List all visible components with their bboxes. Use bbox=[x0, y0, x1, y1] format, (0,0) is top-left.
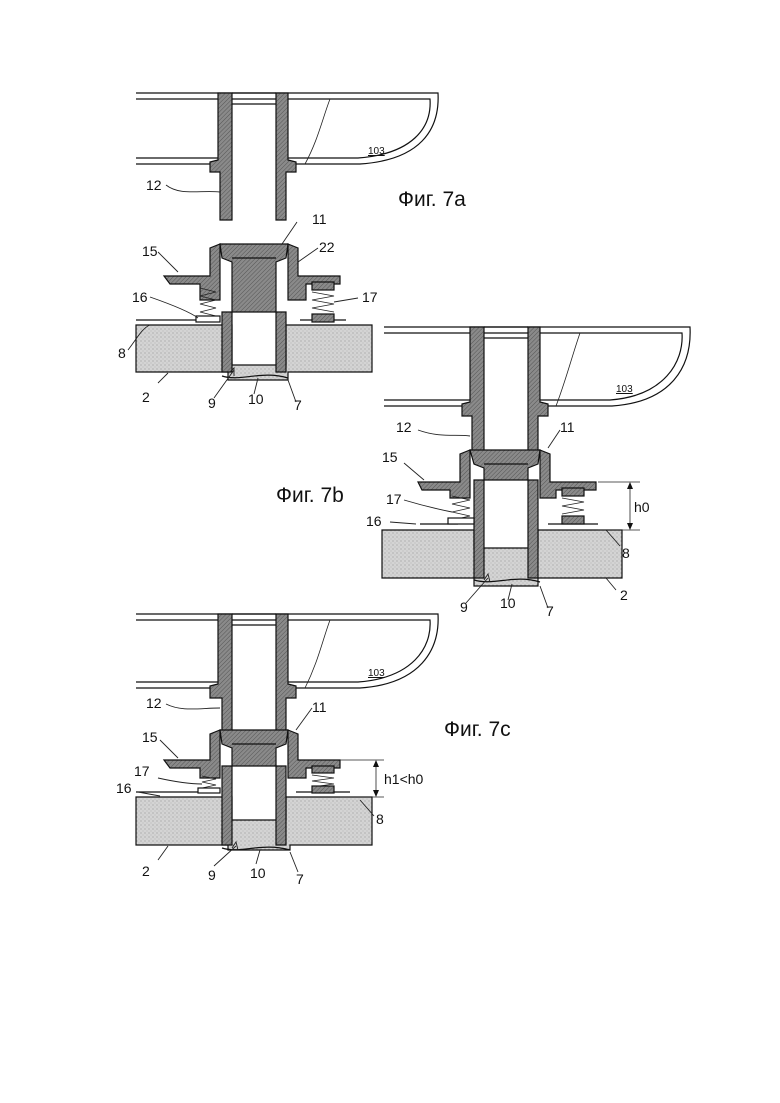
spring-right-7a bbox=[312, 282, 334, 322]
label-15-7b: 15 bbox=[382, 449, 398, 465]
label-16-7c: 16 bbox=[116, 780, 132, 796]
nozzle-7b bbox=[462, 327, 548, 452]
label-12-7b: 12 bbox=[396, 419, 412, 435]
nozzle-7c bbox=[210, 614, 296, 740]
caption-7a: Фиг. 7a bbox=[398, 188, 466, 211]
label-2-7b: 2 bbox=[620, 587, 628, 603]
pipe-7c bbox=[222, 766, 232, 845]
spring-left-7b bbox=[448, 496, 474, 524]
label-16-7b: 16 bbox=[366, 513, 382, 529]
label-17-7a: 17 bbox=[362, 289, 378, 305]
body-7c bbox=[136, 797, 372, 850]
caption-7c: Фиг. 7c bbox=[444, 718, 511, 741]
label-7-7c: 7 bbox=[296, 871, 304, 887]
label-15-7c: 15 bbox=[142, 729, 158, 745]
label-2-7a: 2 bbox=[142, 389, 150, 405]
spring-right-7b bbox=[562, 488, 584, 524]
spring-right-7c bbox=[312, 766, 334, 793]
label-12-7a: 12 bbox=[146, 177, 162, 193]
label-11-7b: 11 bbox=[560, 419, 575, 435]
label-8-7c: 8 bbox=[376, 811, 384, 827]
label-10-7c: 10 bbox=[250, 865, 266, 881]
body-7a bbox=[136, 325, 372, 380]
label-h1: h1<h0 bbox=[384, 771, 424, 787]
pipe-7a bbox=[222, 312, 232, 372]
label-103-7a: 103 bbox=[368, 146, 385, 157]
label-11-7c: 11 bbox=[312, 699, 327, 715]
figure-7c: 103 12 11 15 17 16 h1<h0 8 2 9 10 7 Фиг.… bbox=[116, 614, 511, 887]
label-2-7c: 2 bbox=[142, 863, 150, 879]
label-16-7a: 16 bbox=[132, 289, 148, 305]
label-10-7a: 10 bbox=[248, 391, 264, 407]
label-103-7c: 103 bbox=[368, 668, 385, 679]
label-10-7b: 10 bbox=[500, 595, 516, 611]
label-8-7b: 8 bbox=[622, 545, 630, 561]
caption-7b: Фиг. 7b bbox=[276, 484, 344, 507]
label-22-7a: 22 bbox=[319, 239, 335, 255]
label-7-7b: 7 bbox=[546, 603, 554, 619]
label-17-7b: 17 bbox=[386, 491, 402, 507]
body-7b bbox=[382, 530, 622, 586]
figure-7a: 103 12 11 22 15 17 16 8 2 9 10 7 Фиг. 7a bbox=[118, 93, 466, 413]
label-7-7a: 7 bbox=[294, 397, 302, 413]
nozzle-7a bbox=[210, 93, 296, 220]
adapter-7a bbox=[164, 244, 340, 312]
label-h0: h0 bbox=[634, 499, 650, 515]
label-8-7a: 8 bbox=[118, 345, 126, 361]
label-103-7b: 103 bbox=[616, 384, 633, 395]
label-11-7a: 11 bbox=[312, 211, 327, 227]
pipe-7b bbox=[474, 480, 484, 578]
label-12-7c: 12 bbox=[146, 695, 162, 711]
label-17-7c: 17 bbox=[134, 763, 150, 779]
label-9-7b: 9 bbox=[460, 599, 468, 615]
label-9-7a: 9 bbox=[208, 395, 216, 411]
label-9-7c: 9 bbox=[208, 867, 216, 883]
label-15-7a: 15 bbox=[142, 243, 158, 259]
